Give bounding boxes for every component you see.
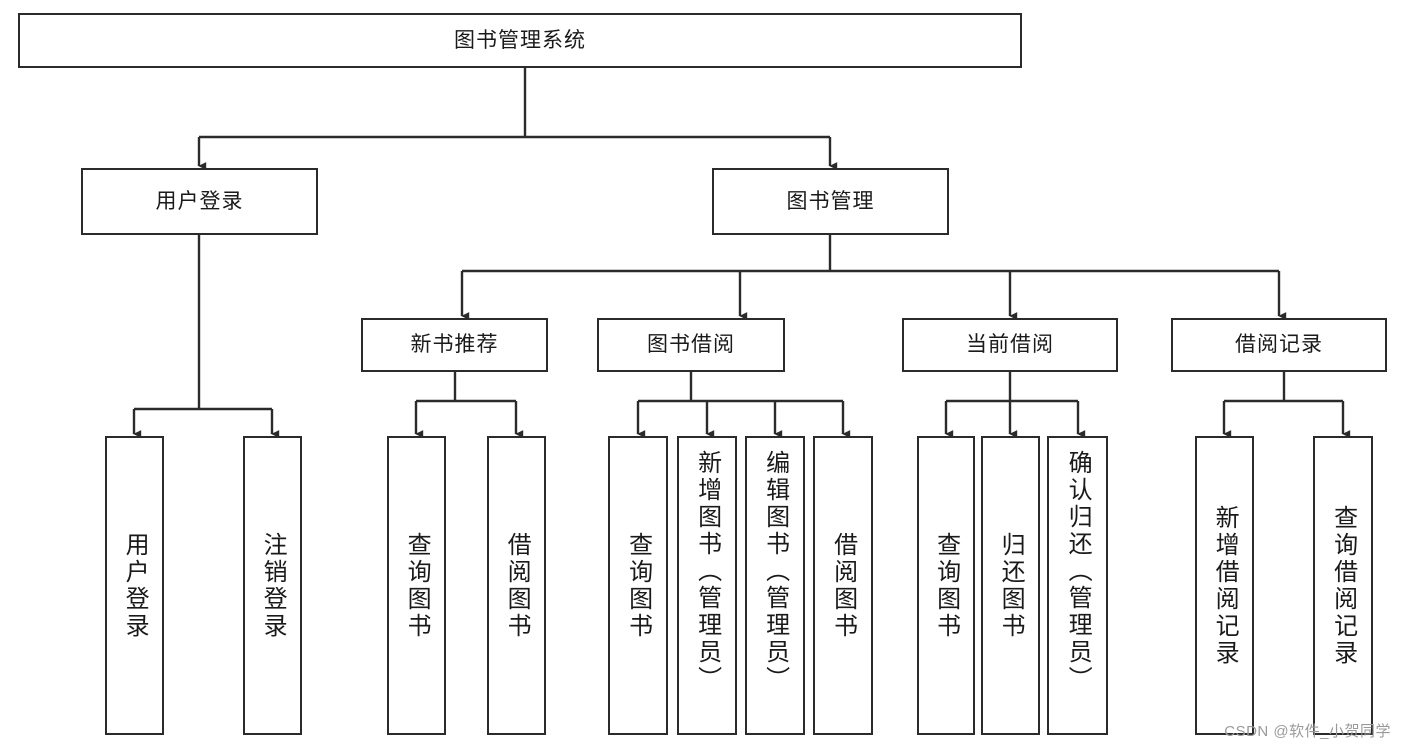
node-label: 借阅图书 xyxy=(503,531,531,640)
node-label: 图书管理 xyxy=(786,189,875,213)
node-user-login[interactable]: 用户登录 xyxy=(81,168,318,235)
node-leaf-borrow-books-newbook[interactable]: 借阅图书 xyxy=(487,436,546,735)
node-root-book-management-system[interactable]: 图书管理系统 xyxy=(18,13,1022,68)
node-label: 查询图书 xyxy=(932,531,960,640)
node-label: 归还图书 xyxy=(997,531,1025,640)
node-label: 新增借阅记录 xyxy=(1211,504,1239,667)
node-label: 图书管理系统 xyxy=(454,28,586,52)
node-label: 查询图书 xyxy=(403,531,431,640)
node-label: 当前借阅 xyxy=(966,333,1054,357)
node-leaf-confirm-return-admin[interactable]: 确认归还（管理员） xyxy=(1047,436,1108,735)
node-book-borrow[interactable]: 图书借阅 xyxy=(597,318,785,372)
node-borrow-record[interactable]: 借阅记录 xyxy=(1171,318,1387,372)
node-leaf-logout[interactable]: 注销登录 xyxy=(243,436,302,735)
node-leaf-query-borrow-record[interactable]: 查询借阅记录 xyxy=(1313,436,1373,735)
node-label: 新增图书（管理员） xyxy=(693,450,721,693)
node-label: 借阅图书 xyxy=(829,531,857,640)
node-label: 用户登录 xyxy=(155,189,244,213)
node-label: 借阅记录 xyxy=(1235,333,1323,357)
node-leaf-query-books-newbook[interactable]: 查询图书 xyxy=(387,436,446,735)
node-leaf-query-books-borrow[interactable]: 查询图书 xyxy=(608,436,668,735)
node-leaf-edit-book-admin[interactable]: 编辑图书（管理员） xyxy=(745,436,805,735)
node-current-borrow[interactable]: 当前借阅 xyxy=(902,318,1118,372)
node-leaf-borrow-books-borrow[interactable]: 借阅图书 xyxy=(813,436,873,735)
node-leaf-return-books[interactable]: 归还图书 xyxy=(981,436,1040,735)
node-label: 查询借阅记录 xyxy=(1329,504,1357,667)
node-book-management[interactable]: 图书管理 xyxy=(712,168,949,235)
node-label: 注销登录 xyxy=(259,531,287,640)
node-leaf-add-book-admin[interactable]: 新增图书（管理员） xyxy=(677,436,737,735)
node-label: 编辑图书（管理员） xyxy=(761,450,789,693)
node-leaf-user-login[interactable]: 用户登录 xyxy=(105,436,164,735)
node-leaf-query-books-current[interactable]: 查询图书 xyxy=(917,436,975,735)
node-leaf-add-borrow-record[interactable]: 新增借阅记录 xyxy=(1195,436,1254,735)
node-label: 用户登录 xyxy=(121,531,149,640)
node-new-book-recommend[interactable]: 新书推荐 xyxy=(361,318,548,372)
node-label: 新书推荐 xyxy=(410,333,499,357)
node-label: 图书借阅 xyxy=(647,333,735,357)
node-label: 查询图书 xyxy=(624,531,652,640)
node-label: 确认归还（管理员） xyxy=(1064,450,1092,693)
